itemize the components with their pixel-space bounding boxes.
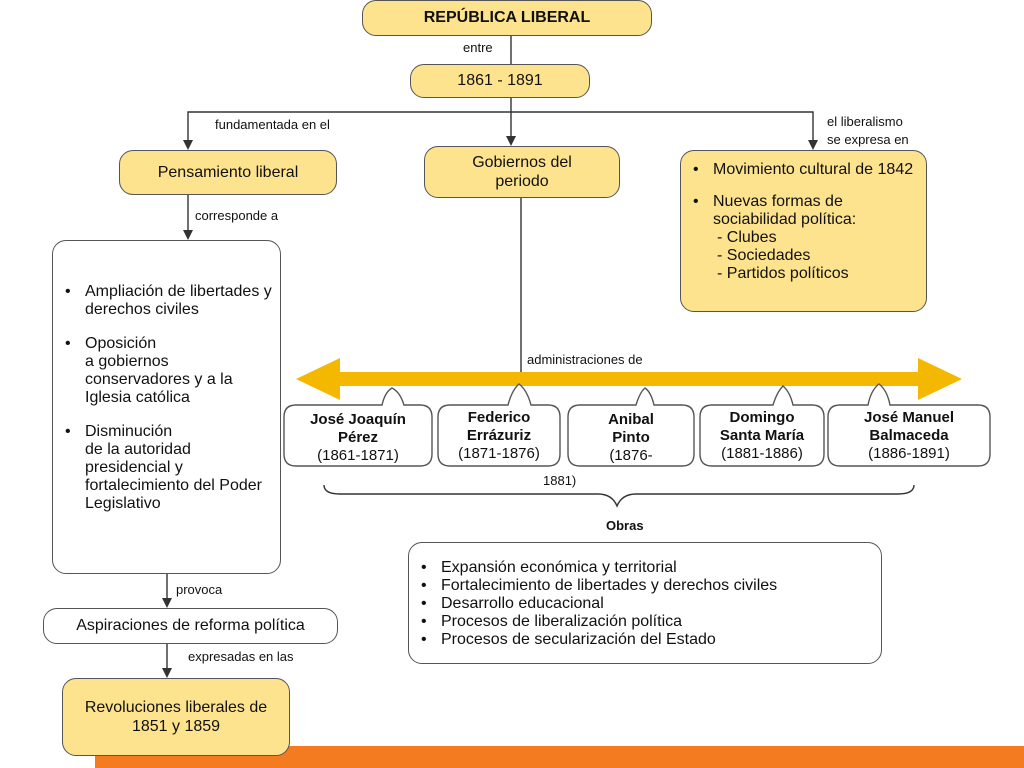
cultural-sub-sociedades: - Sociedades: [717, 247, 811, 264]
ideas-box: Ampliación de libertades y derechos civi…: [52, 240, 281, 574]
ideas-item-1: Ampliación de libertades y derechos civi…: [59, 283, 274, 319]
president-balmaceda-years: (1886-1891): [868, 445, 950, 462]
president-errazuriz-name2: Errázuriz: [466, 427, 532, 444]
period-box: 1861 - 1891: [410, 64, 590, 98]
gobiernos-box: Gobiernos del periodo: [424, 146, 620, 198]
bubble-balmaceda: [827, 383, 991, 467]
title-box: REPÚBLICA LIBERAL: [362, 0, 652, 36]
revoluciones-box: Revoluciones liberales de 1851 y 1859: [62, 678, 290, 756]
label-liberalismo-2: se expresa en: [827, 132, 909, 147]
obras-item-4: Procesos de liberalización política: [415, 613, 777, 631]
president-perez-name1: José Joaquín: [310, 411, 406, 428]
ideas-item-2: Oposición a gobiernos conservadores y a …: [59, 335, 274, 407]
pensamiento-text: Pensamiento liberal: [157, 163, 299, 181]
label-expresadas: expresadas en las: [188, 649, 294, 664]
president-santamaria-name2: Santa María: [719, 427, 805, 444]
president-pinto-name1: Anibal: [608, 411, 654, 428]
period-text: 1861 - 1891: [457, 72, 543, 89]
obras-brace: [323, 484, 915, 508]
line-branch: [187, 111, 814, 148]
cultural-sub-clubes: - Clubes: [717, 229, 777, 246]
pensamiento-box: Pensamiento liberal: [119, 150, 337, 195]
president-errazuriz-name1: Federico: [467, 409, 531, 426]
president-perez-years: (1861-1871): [317, 447, 399, 464]
footer-bar: [95, 746, 1024, 768]
president-santamaria-name1: Domingo: [729, 409, 795, 426]
cultural-box: Movimiento cultural de 1842 Nuevas forma…: [680, 150, 927, 312]
label-provoca: provoca: [176, 582, 223, 597]
obras-item-5: Procesos de secularización del Estado: [415, 631, 777, 649]
label-liberalismo-1: el liberalismo: [827, 114, 903, 129]
title-text: REPÚBLICA LIBERAL: [423, 9, 591, 26]
obras-box: Expansión económica y territorial Fortal…: [408, 542, 882, 664]
obras-item-1: Expansión económica y territorial: [415, 559, 777, 577]
president-balmaceda-name2: Balmaceda: [869, 427, 949, 444]
president-balmaceda: José Manuel Balmaceda (1886-1891): [828, 405, 990, 466]
label-entre: entre: [463, 40, 493, 55]
president-pinto-years-cont: 1881): [543, 473, 577, 488]
gobiernos-text: Gobiernos del periodo: [472, 154, 572, 190]
label-corresponde: corresponde a: [195, 208, 279, 223]
bubble-errazuriz: [437, 383, 561, 467]
president-errazuriz: Federico Errázuriz (1871-1876): [438, 405, 560, 466]
obras-list: Expansión económica y territorial Fortal…: [415, 559, 777, 649]
president-pinto-name2: Pinto: [612, 429, 650, 446]
president-errazuriz-years: (1871-1876): [458, 445, 540, 462]
president-santamaria-years: (1881-1886): [721, 445, 803, 462]
label-administraciones: administraciones de: [527, 352, 643, 367]
obras-item-3: Desarrollo educacional: [415, 595, 777, 613]
bubble-santamaria: [699, 385, 825, 467]
cultural-list: Movimiento cultural de 1842 Nuevas forma…: [687, 161, 920, 283]
obras-item-2: Fortalecimiento de libertades y derechos…: [415, 577, 777, 595]
cultural-item-1: Movimiento cultural de 1842: [687, 161, 920, 179]
ideas-item-3: Disminución de la autoridad presidencial…: [59, 423, 274, 513]
bubble-pinto: [567, 387, 695, 467]
cultural-item-2: Nuevas formas de sociabilidad política: …: [687, 193, 920, 283]
label-fundamentada: fundamentada en el: [215, 117, 330, 132]
bubble-perez: [283, 387, 433, 467]
ideas-list: Ampliación de libertades y derechos civi…: [59, 283, 274, 513]
president-pinto-years: (1876-: [609, 447, 653, 464]
president-santamaria: Domingo Santa María (1881-1886): [700, 405, 824, 466]
cultural-sub-partidos: - Partidos políticos: [717, 265, 849, 282]
label-obras: Obras: [606, 518, 644, 533]
president-perez-name2: Pérez: [337, 429, 379, 446]
aspiraciones-box: Aspiraciones de reforma política: [43, 608, 338, 644]
revoluciones-text: Revoluciones liberales de 1851 y 1859: [84, 699, 268, 735]
president-balmaceda-name1: José Manuel: [863, 409, 955, 426]
aspiraciones-text: Aspiraciones de reforma política: [76, 617, 305, 634]
timeline-double-arrow: [296, 358, 962, 400]
president-perez: José Joaquín Pérez (1861-1871): [284, 405, 432, 466]
president-pinto: Anibal Pinto (1876-: [568, 405, 694, 466]
